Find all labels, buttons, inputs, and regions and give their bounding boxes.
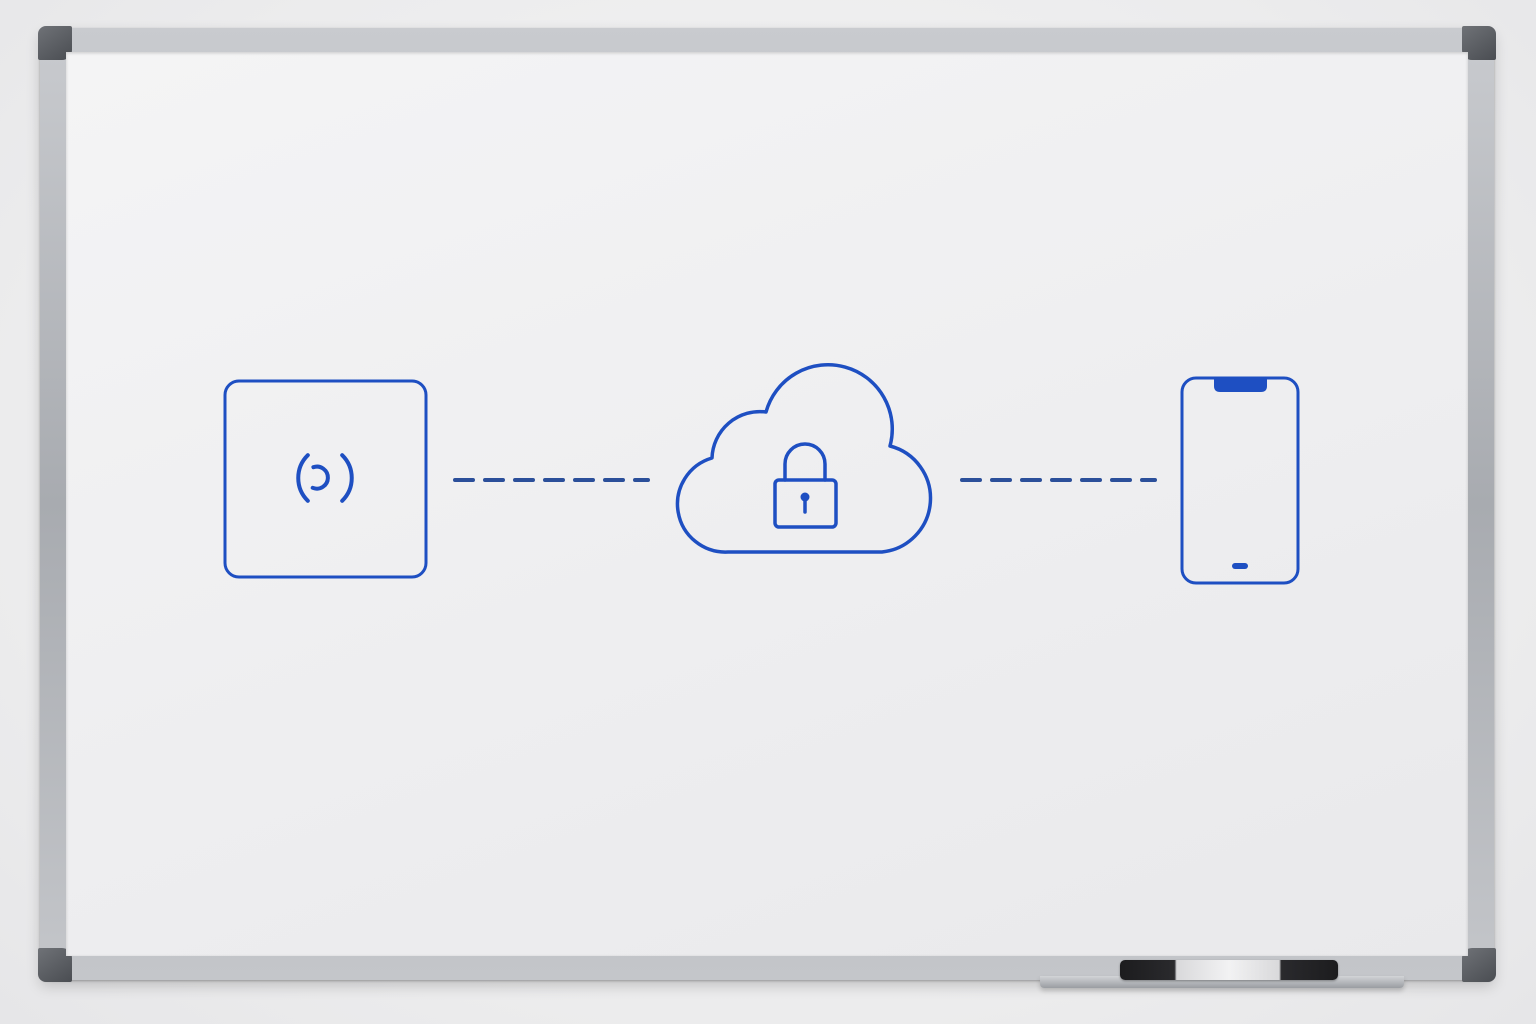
phone-home-indicator xyxy=(1232,563,1248,569)
whiteboard-surface xyxy=(66,52,1468,956)
phone-node[interactable] xyxy=(1180,376,1300,585)
phone-notch xyxy=(1214,379,1267,392)
smartphone-icon xyxy=(1180,376,1300,585)
sensor-node[interactable] xyxy=(223,379,428,579)
cloud-lock-icon xyxy=(773,442,838,529)
sensor-device-box xyxy=(223,379,428,579)
wireless-signal-icon xyxy=(296,453,354,503)
whiteboard-marker[interactable] xyxy=(1120,960,1338,980)
cloud-outline xyxy=(675,362,933,554)
whiteboard-frame xyxy=(38,26,1496,982)
cloud-node[interactable] xyxy=(675,362,933,554)
